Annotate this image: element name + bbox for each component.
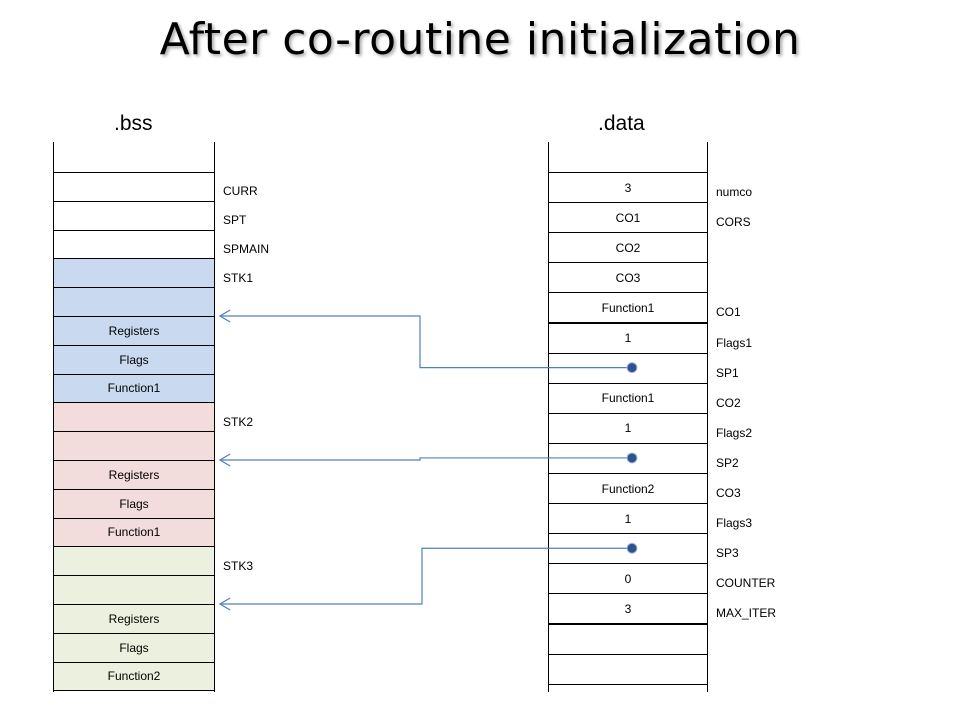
pointer-line	[220, 547, 632, 605]
bss-cell: Function2	[53, 661, 215, 692]
bss-column-edge	[53, 142, 54, 692]
bss-cell-text: Function1	[107, 525, 161, 540]
data-segment-label: .data	[598, 112, 645, 135]
data-cell: 3	[548, 593, 708, 625]
pointer-line	[220, 315, 632, 369]
bss-cell: Registers	[53, 604, 215, 634]
bss-side-label: STK2	[223, 414, 254, 429]
bss-side-label: SPT	[223, 213, 247, 228]
data-cell-text: Function1	[601, 391, 655, 406]
pointer-dot	[626, 452, 638, 464]
bss-cell: Flags	[53, 344, 215, 375]
data-side-label: Flags1	[716, 335, 753, 350]
data-cell-text: 1	[624, 421, 632, 436]
bss-cell-text: Registers	[108, 323, 160, 338]
data-cell-text: 1	[624, 331, 632, 346]
data-cell: 3	[548, 172, 708, 204]
bss-segment-label: .bss	[114, 112, 153, 135]
data-cell: Function1	[548, 382, 708, 414]
data-cell-text: 3	[624, 180, 632, 195]
bss-side-label: STK1	[223, 270, 254, 285]
pointer-dot	[626, 542, 638, 554]
bss-cell	[53, 546, 215, 577]
bss-cell-text: Function2	[107, 669, 161, 684]
pointer-dot	[626, 362, 638, 374]
data-cell	[548, 142, 708, 173]
pointer-arrowhead	[218, 309, 231, 323]
data-cell-text: CO2	[615, 240, 641, 255]
bss-cell-text: Flags	[119, 640, 149, 655]
data-cell: Function2	[548, 473, 708, 505]
data-cell	[548, 653, 708, 685]
data-side-label: MAX_ITER	[716, 606, 777, 621]
bss-cell-text: Registers	[108, 467, 160, 482]
data-cell-text: Function1	[601, 300, 655, 315]
data-side-label: SP2	[716, 455, 739, 470]
data-side-label: Flags3	[716, 516, 753, 531]
data-side-label: CORS	[716, 215, 751, 230]
data-cell: Function1	[548, 292, 708, 324]
data-side-label: numco	[716, 185, 753, 200]
bss-cell-text: Registers	[108, 611, 160, 626]
data-cell-text: 0	[624, 571, 632, 586]
data-side-label: COUNTER	[716, 576, 776, 591]
data-cell-text: CO1	[615, 210, 641, 225]
bss-cell	[53, 287, 215, 317]
bss-cell-text: Flags	[119, 352, 149, 367]
pointer-arrowhead	[218, 597, 231, 611]
data-side-label: SP3	[716, 546, 739, 561]
bss-cell	[53, 258, 215, 289]
data-side-label: Flags2	[716, 425, 753, 440]
bss-side-label: CURR	[223, 184, 258, 199]
data-cell-text: CO3	[615, 270, 641, 285]
data-side-label: SP1	[716, 365, 739, 380]
data-cell-text: Function2	[601, 481, 655, 496]
data-side-label: CO1	[716, 305, 741, 320]
page-title: After co-routine initialization	[159, 14, 801, 65]
bss-column-edge	[214, 142, 215, 692]
data-column-edge	[707, 142, 708, 692]
bss-cell: Function1	[53, 373, 215, 404]
bss-cell	[53, 575, 215, 605]
bss-cell-text: Function1	[107, 381, 161, 396]
bss-cell: Registers	[53, 460, 215, 490]
data-cell: 0	[548, 563, 708, 595]
pointer-arrowhead	[218, 453, 231, 467]
bss-cell: Registers	[53, 316, 215, 346]
pointer-line	[220, 457, 632, 461]
data-column-edge	[548, 142, 549, 692]
data-side-label: CO2	[716, 395, 741, 410]
bss-side-label: SPMAIN	[223, 242, 270, 256]
data-side-label: CO3	[716, 486, 741, 501]
bss-cell-text: Flags	[119, 496, 149, 511]
data-cell-text: 3	[624, 601, 632, 616]
bss-side-label: STK3	[223, 558, 254, 573]
data-cell-text: 1	[624, 511, 632, 526]
